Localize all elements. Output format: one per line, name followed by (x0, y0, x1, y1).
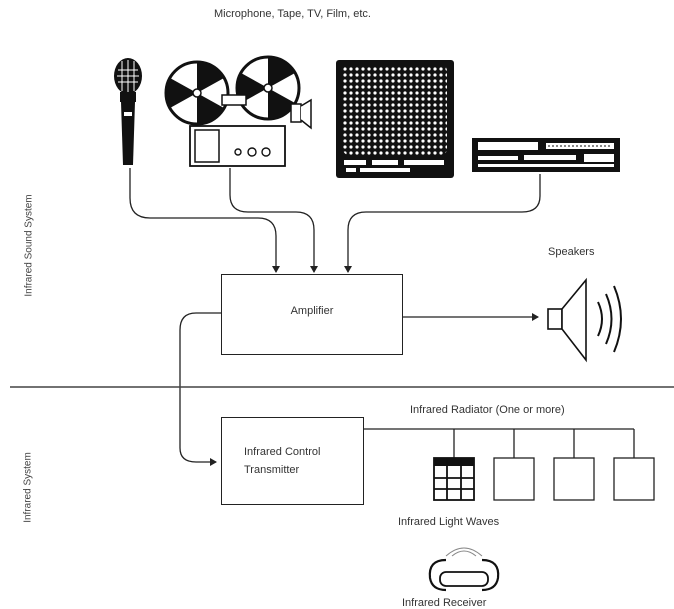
source-connectors (129, 168, 541, 466)
speakers-label: Speakers (548, 246, 595, 258)
film-projector-icon (164, 55, 312, 167)
amplifier-label: Amplifier (290, 305, 334, 317)
infrared-radiator-active-icon (433, 457, 475, 501)
section-label-infrared-system: Infrared System (22, 452, 34, 523)
infrared-control-transmitter-box: Infrared Control Transmitter (221, 417, 364, 505)
mic-to-amplifier-arrow (129, 168, 280, 273)
speaker-icon (547, 277, 622, 363)
radiator-connectors (364, 428, 635, 458)
amplifier-to-transmitter-arrow (179, 312, 221, 466)
infrared-radiator-label: Infrared Radiator (One or more) (410, 404, 565, 416)
infrared-radiator-icon (493, 457, 535, 501)
transmitter-label-line1: Infrared Control (244, 446, 321, 458)
microphone-icon (114, 58, 142, 165)
infrared-radiator-array (433, 457, 655, 501)
infrared-receiver-label: Infrared Receiver (402, 597, 487, 609)
projector-to-amplifier-arrow (229, 168, 318, 273)
infrared-radiator-icon (553, 457, 595, 501)
infrared-radiator-icon (613, 457, 655, 501)
television-icon (336, 60, 454, 178)
amplifier-box: Amplifier (221, 274, 403, 355)
tape-deck-icon (472, 138, 620, 172)
infrared-receiver-icon (428, 547, 500, 592)
infrared-light-waves-label: Infrared Light Waves (398, 516, 500, 528)
transmitter-label-line2: Transmitter (244, 464, 300, 476)
sources-label: Microphone, Tape, TV, Film, etc. (214, 8, 371, 20)
section-label-sound-system: Infrared Sound System (23, 194, 35, 297)
tape-to-amplifier-arrow (344, 174, 541, 273)
